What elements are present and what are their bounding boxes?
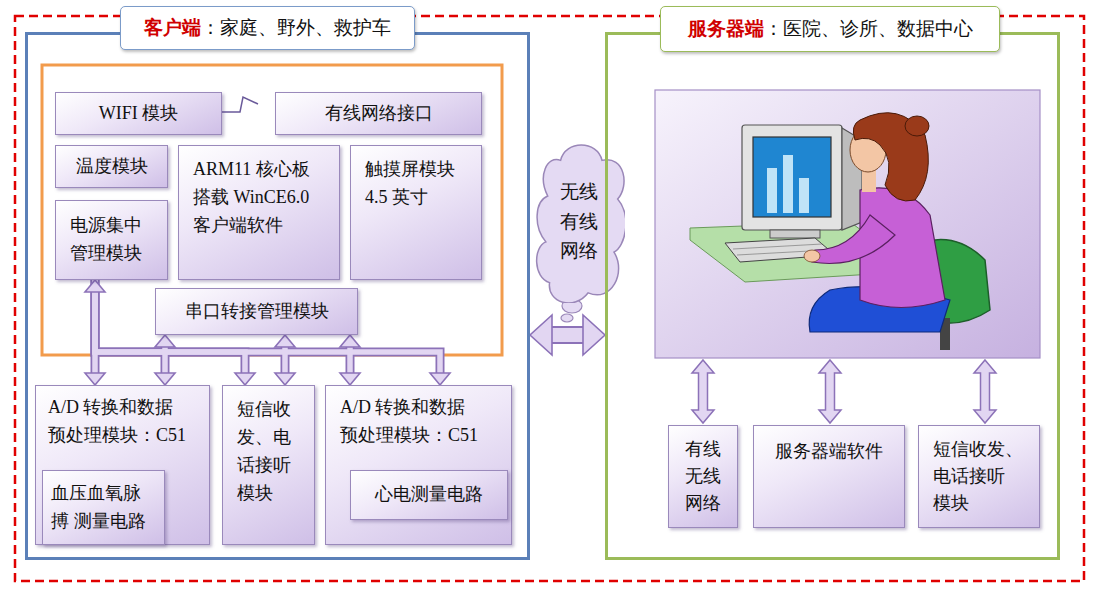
wifi-symbol	[222, 97, 258, 112]
arrow-shaft	[162, 346, 168, 374]
arrow-outline	[95, 280, 440, 374]
server-region: 服务器端：医院、诊所、数据中心有线 无线 网络服务器端软件短信收发、 电话接听 …	[605, 32, 1060, 560]
node-label: A/D 转换和数据 预处理模块：C51	[340, 394, 484, 450]
node-label: 血压血氧脉搏 测量电路	[51, 480, 158, 536]
network-cloud: 无线 有线 网络	[533, 140, 625, 303]
node-label: WIFI 模块	[99, 100, 179, 128]
operator-illustration	[655, 90, 1040, 358]
node-label: ARM11 核心板 搭载 WinCE6.0 客户端软件	[193, 156, 318, 240]
arrow-head	[85, 280, 105, 292]
arrow-shaft	[95, 280, 440, 374]
module-box: 电源集中 管理模块	[55, 200, 168, 280]
node-label: 短信收发、 电话接听 模块	[933, 436, 1026, 517]
system-boundary	[15, 16, 1084, 581]
node-label: 短信收 发、电 话接听 模块	[237, 396, 295, 508]
arrow-head	[583, 315, 605, 355]
circuit-box: 血压血氧脉搏 测量电路	[42, 470, 165, 545]
heading-text: ：家庭、野外、救护车	[201, 15, 391, 41]
module-box: 温度模块	[55, 145, 168, 188]
node-label: 无线 有线 网络	[557, 177, 601, 265]
arrow-head	[155, 335, 175, 347]
node-label: 触摸屏模块 4.5 英寸	[365, 156, 465, 212]
node-label: 心电测量电路	[375, 481, 483, 509]
node-label: 温度模块	[76, 153, 148, 181]
node-label: A/D 转换和数据 预处理模块：C51	[48, 394, 192, 450]
node-label: 服务器端软件	[775, 438, 883, 465]
heading-tab: 服务器端：医院、诊所、数据中心	[660, 6, 1000, 52]
arrow-head	[430, 373, 450, 385]
heading-text: 客户端	[144, 15, 201, 41]
node-label: 电源集中 管理模块	[70, 212, 152, 268]
module-box: 短信收发、 电话接听 模块	[918, 425, 1040, 528]
module-box: 触摸屏模块 4.5 英寸	[350, 145, 482, 280]
arrow-head	[530, 315, 552, 355]
arrow-head	[275, 335, 295, 347]
module-box: 有线 无线 网络	[668, 425, 738, 528]
arrow-head	[340, 373, 360, 385]
heading-text: ：医院、诊所、数据中心	[764, 16, 973, 42]
heading-tab: 客户端：家庭、野外、救护车	[120, 6, 415, 50]
arrow-head	[155, 373, 175, 385]
client-region: 客户端：家庭、野外、救护车WIFI 模块有线网络接口温度模块ARM11 核心板 …	[25, 32, 530, 560]
core-board-box: ARM11 核心板 搭载 WinCE6.0 客户端软件	[178, 145, 340, 280]
circuit-box: 心电测量电路	[350, 470, 508, 520]
arrow-outline	[551, 326, 584, 344]
node-label: 有线网络接口	[325, 100, 433, 128]
server-double-arrows	[692, 360, 996, 423]
node-label: 串口转接管理模块	[185, 298, 329, 326]
arrow-head	[275, 373, 295, 385]
module-box: 有线网络接口	[275, 92, 482, 135]
arrow-shaft	[551, 328, 584, 342]
module-box: WIFI 模块	[55, 92, 222, 135]
heading-text: 服务器端	[688, 16, 764, 42]
core-board-frame	[42, 65, 502, 355]
software-box: 服务器端软件	[753, 425, 905, 528]
node-label: 有线 无线 网络	[682, 436, 723, 517]
arrow-head	[235, 373, 255, 385]
arrow-shaft	[347, 346, 353, 374]
module-box: 串口转接管理模块	[155, 288, 358, 335]
adc-module-box: A/D 转换和数据 预处理模块：C51 血压血氧脉搏 测量电路	[35, 385, 210, 545]
arrow-shaft	[282, 346, 288, 374]
adc-module-box: A/D 转换和数据 预处理模块：C51 心电测量电路	[325, 385, 512, 545]
arrow-head	[85, 373, 105, 385]
module-box: 短信收 发、电 话接听 模块	[222, 385, 315, 545]
arrow-head	[340, 335, 360, 347]
